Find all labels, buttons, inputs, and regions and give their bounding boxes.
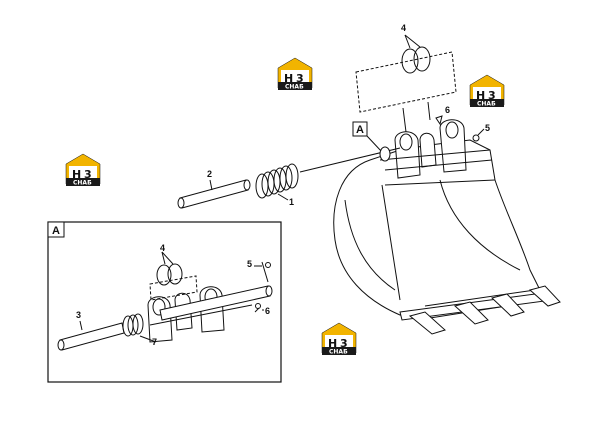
inset-part-7-pointer	[139, 335, 157, 343]
svg-text:3: 3	[340, 337, 348, 350]
spring-1	[255, 163, 299, 199]
watermark-logo: H 3 СНАБ	[469, 74, 505, 108]
svg-text:3: 3	[296, 72, 304, 85]
callout-3: 3	[76, 310, 81, 320]
svg-text:СНАБ: СНАБ	[477, 101, 496, 108]
pin-2	[177, 179, 251, 209]
callout-1: 1	[289, 197, 294, 207]
callout-5-top: 5	[485, 123, 490, 133]
watermark-logo: H 3 СНАБ	[65, 153, 101, 187]
bucket-assembly	[333, 119, 561, 335]
bucket-shell	[333, 139, 546, 319]
o-rings-4-top	[355, 34, 457, 133]
bucket-teeth	[408, 285, 561, 335]
watermark-logo: H 3 СНАБ	[277, 57, 313, 91]
svg-text:H: H	[328, 337, 337, 350]
svg-text:H: H	[72, 168, 81, 181]
svg-text:H: H	[284, 72, 293, 85]
svg-text:СНАБ: СНАБ	[285, 84, 304, 91]
callout-2: 2	[207, 169, 212, 179]
callout-6-inset: 6	[265, 306, 270, 316]
callout-4-inset: 4	[160, 243, 165, 253]
inset-detail-a: A	[47, 221, 282, 383]
svg-text:H: H	[476, 89, 485, 102]
section-marker-a: A	[352, 121, 391, 162]
callout-7: 7	[152, 337, 157, 347]
inset-spring	[122, 313, 144, 337]
small-parts-top	[435, 115, 485, 142]
inset-part-6	[254, 303, 261, 313]
callout-5-inset: 5	[247, 259, 252, 269]
o-rings-4-inset	[149, 251, 198, 301]
svg-text:СНАБ: СНАБ	[329, 349, 348, 356]
section-marker-a-label: A	[356, 124, 364, 136]
inset-part-5	[261, 261, 271, 283]
svg-text:СНАБ: СНАБ	[73, 180, 92, 187]
svg-text:3: 3	[488, 89, 496, 102]
callout-6-top: 6	[445, 105, 450, 115]
mounting-lugs	[394, 119, 467, 179]
watermark-logo: H 3 СНАБ	[321, 322, 357, 356]
inset-marker-a-label: A	[52, 225, 60, 237]
svg-text:3: 3	[84, 168, 92, 181]
callout-4-top: 4	[401, 23, 406, 33]
